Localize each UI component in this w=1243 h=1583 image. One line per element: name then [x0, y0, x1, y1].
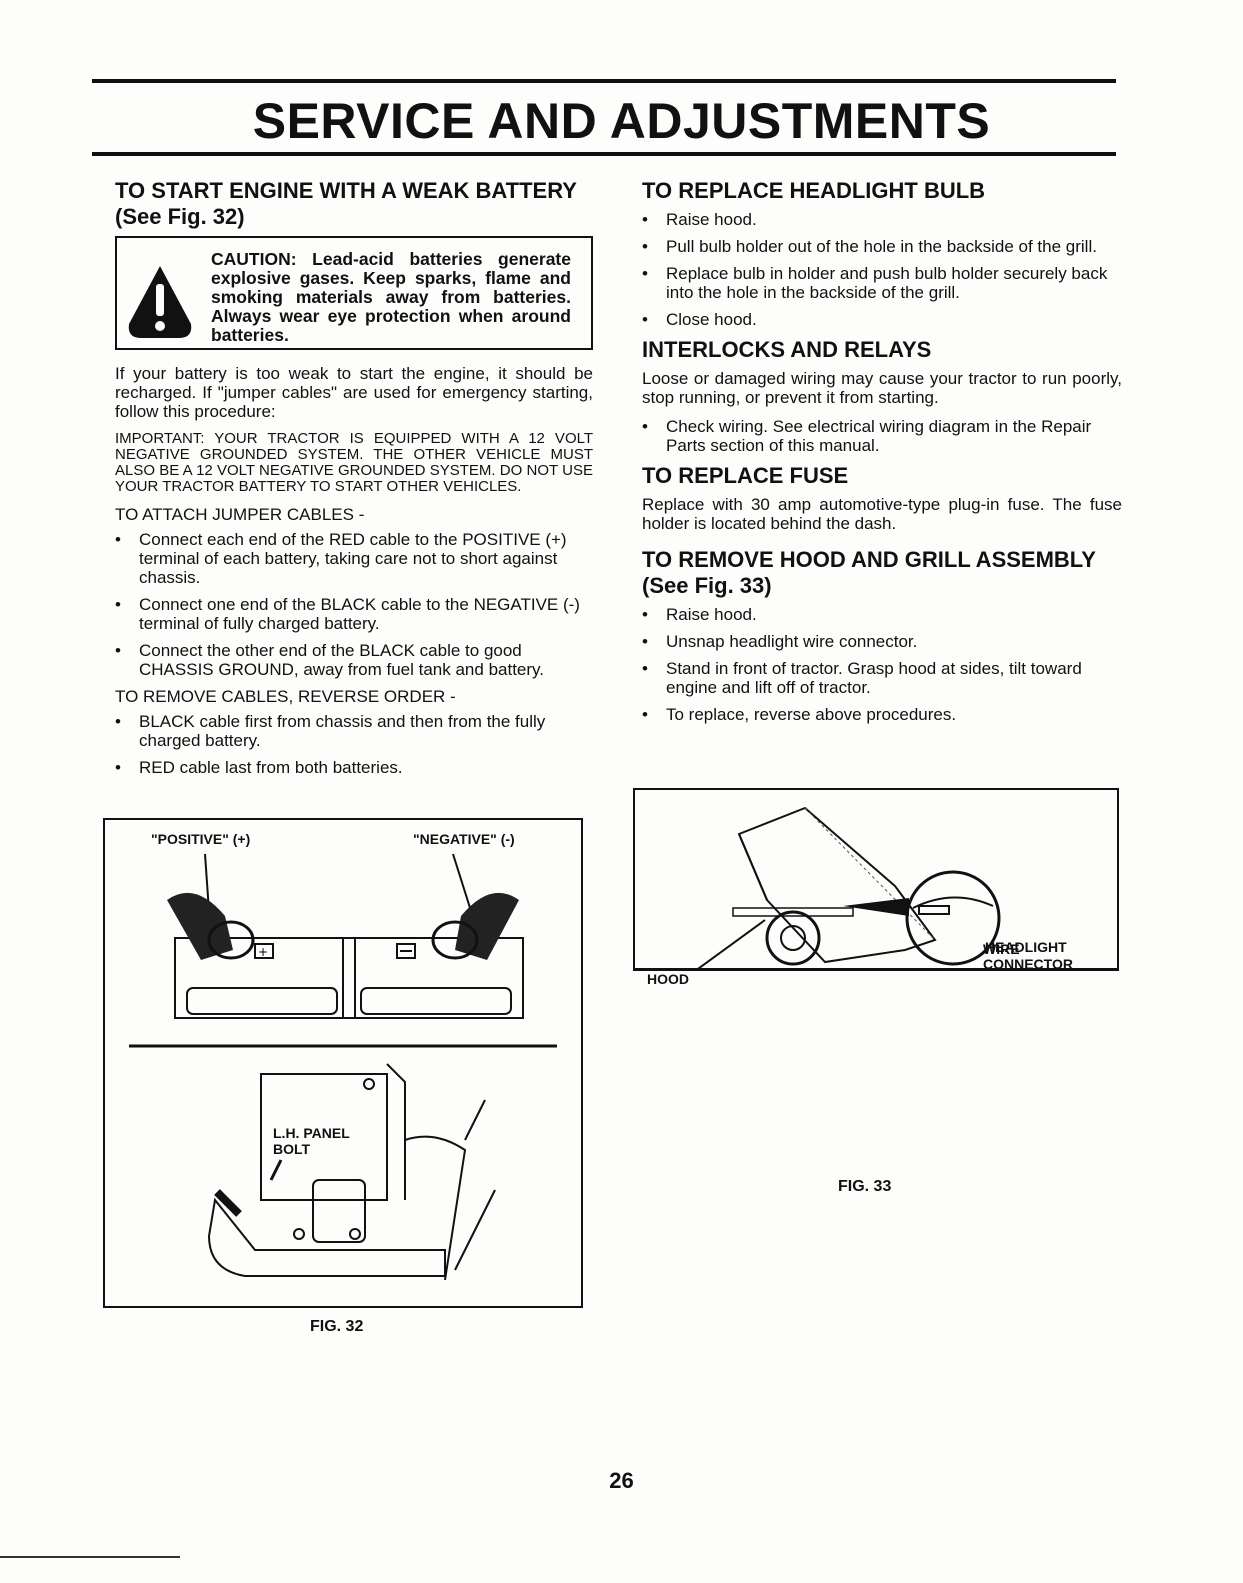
page-number: 26: [609, 1468, 634, 1493]
weak-battery-title: TO START ENGINE WITH A WEAK BATTERY: [115, 178, 577, 203]
hood-heading: TO REMOVE HOOD AND GRILL ASSEMBLY (See F…: [642, 547, 1122, 599]
interlocks-steps-list: Check wiring. See electrical wiring diag…: [642, 417, 1122, 455]
connector-label-block: WIRE CONNECTOR: [983, 942, 1073, 972]
footer-rule: [0, 1556, 180, 1558]
figure-33-bottom-edge: [633, 969, 1119, 971]
list-item: Raise hood.: [642, 605, 1122, 624]
caution-text: CAUTION: Lead-acid batteries generate ex…: [211, 249, 571, 345]
list-item: BLACK cable first from chassis and then …: [115, 712, 593, 750]
list-item: Raise hood.: [642, 210, 1122, 229]
tractor-front-illustration: [732, 870, 1001, 966]
panel-label-line2: BOLT: [273, 1141, 311, 1157]
list-item: Replace bulb in holder and push bulb hol…: [642, 264, 1122, 302]
headlight-heading: TO REPLACE HEADLIGHT BULB: [642, 178, 986, 203]
battery-jumper-illustration: +: [129, 853, 557, 1281]
negative-label: "NEGATIVE" (-): [413, 831, 515, 847]
connector-label-line2: WIRE: [983, 941, 1020, 957]
right-column: TO REPLACE HEADLIGHT BULB Raise hood. Pu…: [642, 178, 1122, 732]
hood-subtitle: (See Fig. 33): [642, 573, 772, 598]
list-item: Stand in front of tractor. Grasp hood at…: [642, 659, 1122, 697]
interlocks-heading: INTERLOCKS AND RELAYS: [642, 337, 932, 362]
page-title: SERVICE AND ADJUSTMENTS: [252, 93, 991, 149]
header-top-rule: [92, 79, 1116, 83]
list-item: RED cable last from both batteries.: [115, 758, 593, 777]
positive-label: "POSITIVE" (+): [151, 831, 251, 847]
attach-cables-lead: TO ATTACH JUMPER CABLES -: [115, 505, 365, 524]
attach-steps-list: Connect each end of the RED cable to the…: [115, 530, 593, 679]
list-item: Connect the other end of the BLACK cable…: [115, 641, 593, 679]
remove-cables-lead: TO REMOVE CABLES, REVERSE ORDER -: [115, 687, 456, 706]
warning-triangle-icon: [128, 266, 192, 338]
figure-33-caption: FIG. 33: [838, 1178, 892, 1195]
weak-battery-heading: TO START ENGINE WITH A WEAK BATTERY (See…: [115, 178, 593, 230]
headlight-steps-list: Raise hood. Pull bulb holder out of the …: [642, 210, 1122, 329]
hood-title: TO REMOVE HOOD AND GRILL ASSEMBLY: [642, 547, 1096, 572]
figure-33-content: [633, 788, 1119, 970]
list-item: Connect each end of the RED cable to the…: [115, 530, 593, 587]
list-item: To replace, reverse above procedures.: [642, 705, 1122, 724]
interlocks-text: Loose or damaged wiring may cause your t…: [642, 369, 1122, 407]
list-item: Close hood.: [642, 310, 1122, 329]
list-item: Check wiring. See electrical wiring diag…: [642, 417, 1122, 455]
header-bottom-rule: [92, 152, 1116, 156]
weak-battery-intro: If your battery is too weak to start the…: [115, 364, 593, 421]
left-column: TO START ENGINE WITH A WEAK BATTERY (See…: [115, 178, 593, 785]
remove-steps-list: BLACK cable first from chassis and then …: [115, 712, 593, 777]
important-notice: IMPORTANT: YOUR TRACTOR IS EQUIPPED WITH…: [115, 430, 593, 495]
panel-label-line1: L.H. PANEL: [273, 1125, 350, 1141]
caution-box: CAUTION: Lead-acid batteries generate ex…: [115, 236, 593, 350]
connector-label-line3: CONNECTOR: [983, 956, 1073, 972]
figure-32-caption: FIG. 32: [310, 1318, 364, 1335]
hood-steps-list: Raise hood. Unsnap headlight wire connec…: [642, 605, 1122, 724]
svg-text:+: +: [258, 945, 268, 959]
list-item: Connect one end of the BLACK cable to th…: [115, 595, 593, 633]
list-item: Pull bulb holder out of the hole in the …: [642, 237, 1122, 256]
fuse-text: Replace with 30 amp automotive-type plug…: [642, 495, 1122, 533]
weak-battery-subtitle: (See Fig. 32): [115, 204, 245, 229]
figure-32-battery-diagram: "POSITIVE" (+) "NEGATIVE" (-) +: [103, 818, 583, 1308]
fuse-heading: TO REPLACE FUSE: [642, 463, 849, 488]
list-item: Unsnap headlight wire connector.: [642, 632, 1122, 651]
hood-label: HOOD: [647, 971, 689, 987]
